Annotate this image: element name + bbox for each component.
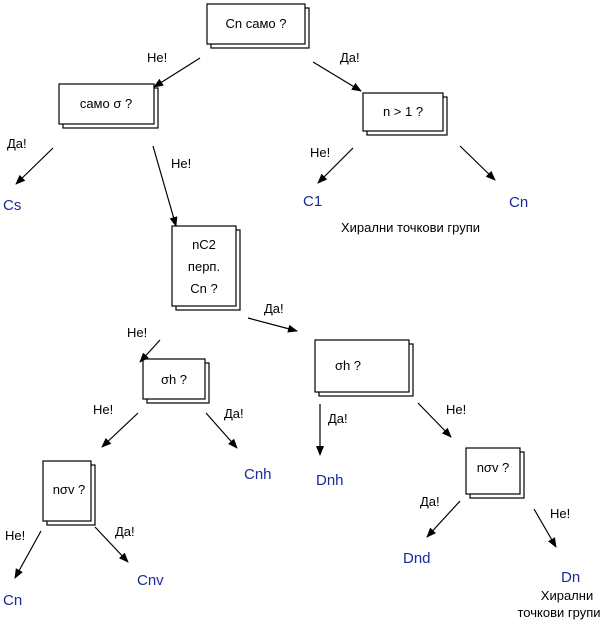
question-box-cn-only: Cn само ? — [206, 3, 310, 49]
label-q6-yes: Да! — [328, 411, 348, 426]
label-q7-yes: Да! — [115, 524, 135, 539]
label-q4-yes: Да! — [264, 301, 284, 316]
edge-q4-yes — [247, 317, 298, 333]
edge-q6-no — [417, 402, 452, 438]
label-q7-no: Не! — [5, 528, 25, 543]
edge-q1-yes — [312, 61, 362, 92]
question-text-nc2: nC2 — [192, 237, 216, 252]
question-box-perp-c2: nC2 перп. Cn ? — [171, 225, 241, 311]
label-q5-yes: Да! — [224, 406, 244, 421]
edge-q7-no — [14, 530, 42, 579]
edge-q4-no — [139, 339, 161, 363]
label-q5-no: Не! — [93, 402, 113, 417]
label-q8-yes: Да! — [420, 494, 440, 509]
label-q3-no: Не! — [310, 145, 330, 160]
label-q4-no: Не! — [127, 325, 147, 340]
note-chiral-groups: Хирални точкови групи — [341, 220, 480, 235]
question-box-sigma-h-right: σh ? — [314, 339, 414, 397]
result-cnv: Cnv — [137, 572, 164, 589]
result-dnh: Dnh — [316, 472, 344, 489]
label-q2-yes: Да! — [7, 136, 27, 151]
edge-q3-yes — [459, 145, 496, 181]
label-q1-no: Не! — [147, 50, 167, 65]
edge-q5-no — [101, 412, 139, 448]
question-text-n-gt-1: n > 1 ? — [383, 104, 423, 119]
edge-q8-yes — [426, 500, 461, 538]
result-dnd: Dnd — [403, 550, 431, 567]
label-q2-no: Не! — [171, 156, 191, 171]
result-cnh: Cnh — [244, 466, 272, 483]
edge-q5-yes — [205, 412, 238, 449]
label-q8-no: Не! — [550, 506, 570, 521]
question-text-sigma-h-right: σh ? — [335, 358, 361, 373]
result-cs: Cs — [3, 197, 21, 214]
question-text-only-sigma: само σ ? — [80, 96, 132, 111]
note-chiral-groups-line2: точкови групи — [518, 605, 601, 620]
label-q6-no: Не! — [446, 402, 466, 417]
edge-q2-yes — [15, 147, 54, 185]
question-text-n-sigma-v-left: nσv ? — [53, 482, 86, 497]
question-box-only-sigma: само σ ? — [58, 83, 159, 129]
result-cn-chiral: Cn — [509, 194, 528, 211]
question-text-n-sigma-v-right: nσv ? — [477, 460, 510, 475]
result-dn: Dn — [561, 569, 580, 586]
edge-q2-no — [152, 145, 178, 227]
question-box-sigma-h-left: σh ? — [142, 358, 210, 404]
edge-q1-no — [153, 57, 201, 88]
question-text-sigma-h-left: σh ? — [161, 372, 187, 387]
svg-text:Cn само ?: Cn само ? — [226, 16, 287, 31]
edge-q3-no — [317, 147, 354, 184]
edge-q8-no — [533, 508, 557, 548]
label-q1-yes: Да! — [340, 50, 360, 65]
question-text-cn: Cn ? — [190, 281, 217, 296]
note-chiral-groups-line1: Хирални — [541, 588, 593, 603]
question-text-perp: перп. — [188, 259, 220, 274]
edge-q7-yes — [94, 526, 129, 563]
result-c1: C1 — [303, 193, 322, 210]
question-box-n-sigma-v-right: nσv ? — [465, 447, 525, 499]
question-box-n-gt-1: n > 1 ? — [362, 92, 448, 136]
question-text-cn-only: Cn само ? — [226, 16, 287, 31]
result-cn: Cn — [3, 592, 22, 609]
question-box-n-sigma-v-left: nσv ? — [42, 460, 96, 526]
